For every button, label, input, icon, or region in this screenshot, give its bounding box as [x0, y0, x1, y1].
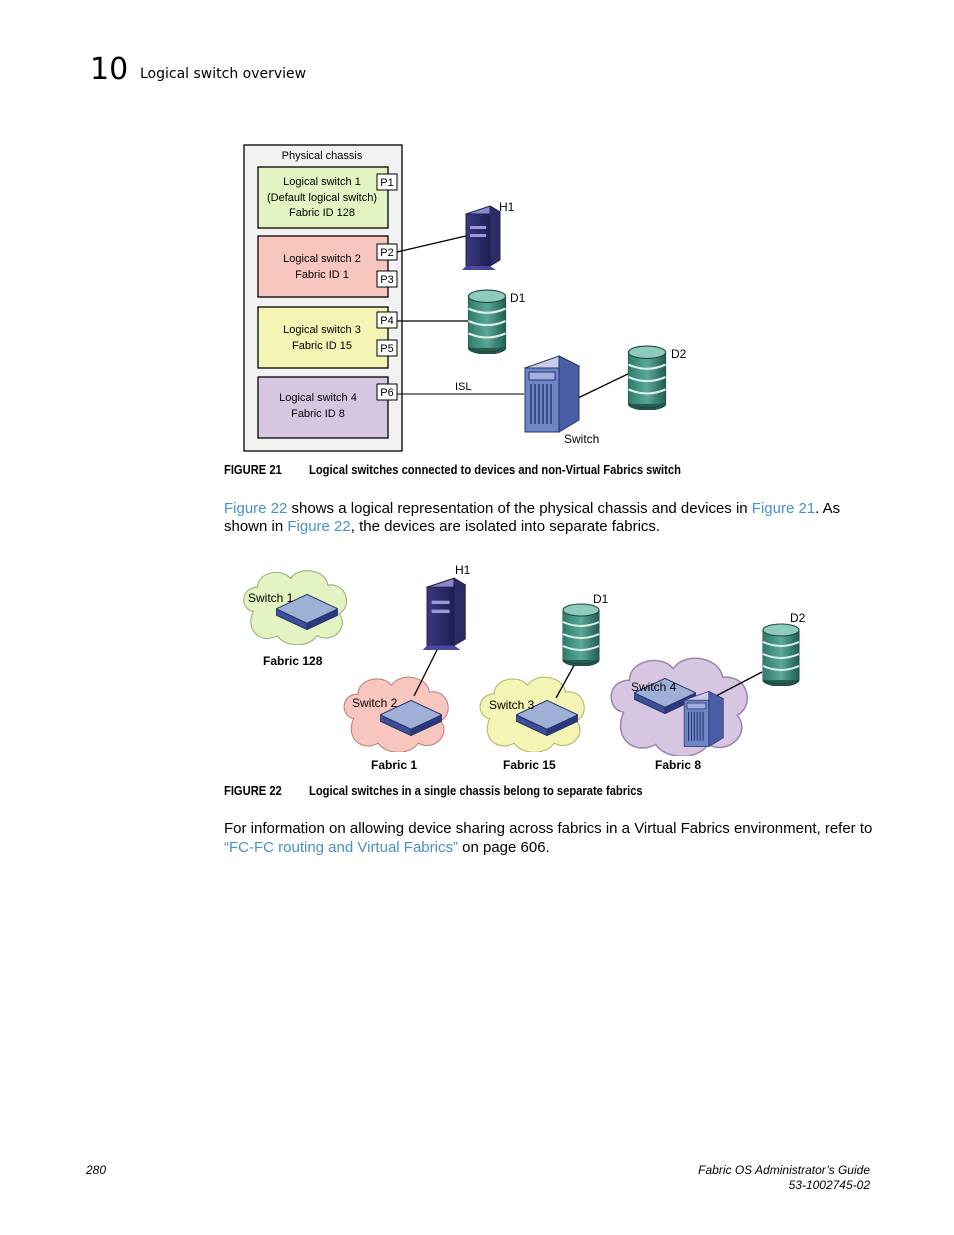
switch-4-label: Switch 4 — [631, 680, 677, 694]
ls2-line2: Fabric ID 1 — [295, 269, 349, 281]
document-number: 53-1002745-02 — [788, 1178, 870, 1192]
paragraph-1-text: shows a logical representation of the ph… — [287, 500, 752, 517]
disk-array-icon — [561, 602, 601, 666]
chassis-label: Physical chassis — [282, 150, 363, 162]
port-p2-label: P2 — [380, 247, 393, 259]
chapter-title: Logical switch overview — [140, 66, 307, 82]
guide-title: Fabric OS Administrator’s Guide — [698, 1163, 870, 1177]
figure-22-caption-number: FIGURE 22 — [224, 783, 282, 798]
port-p5 — [376, 339, 398, 357]
switch-1-label: Switch 1 — [248, 591, 294, 605]
switch-chassis-icon — [683, 690, 724, 748]
ls3-line1: Logical switch 3 — [283, 324, 361, 336]
switch-3-label: Switch 3 — [489, 698, 535, 712]
figure-21-link[interactable]: Figure 21 — [751, 500, 816, 517]
link-switch-d2 — [577, 371, 633, 399]
figure-21-caption-number: FIGURE 21 — [224, 462, 282, 477]
paragraph-1-line-2: shown in Figure 22, the devices are isol… — [224, 517, 660, 536]
figure-22-caption-text: Logical switches in a single chassis bel… — [309, 783, 643, 798]
paragraph-2-line-1: For information on allowing device shari… — [224, 820, 873, 837]
ls3-line2: Fabric ID 15 — [292, 340, 352, 352]
d1-label: D1 — [510, 291, 526, 305]
logical-switch-2-box — [257, 235, 389, 298]
fabric-1-label: Fabric 1 — [371, 758, 417, 772]
figure-22-link[interactable]: Figure 22 — [287, 518, 351, 535]
ls2-line1: Logical switch 2 — [283, 253, 361, 265]
port-p6 — [376, 383, 398, 401]
fc-fc-routing-link[interactable]: “FC-FC routing and Virtual Fabrics” — [224, 839, 458, 856]
paragraph-1-text: , the devices are isolated into separate… — [350, 518, 661, 535]
switch-label: Switch — [564, 432, 599, 446]
port-p5-label: P5 — [380, 343, 393, 355]
port-p3 — [376, 270, 398, 288]
port-p1 — [376, 173, 398, 191]
ls1-line3: Fabric ID 128 — [289, 207, 355, 219]
paragraph-2-line-2: “FC-FC routing and Virtual Fabrics” on p… — [224, 838, 550, 857]
paragraph-1-text: shown in — [224, 518, 288, 535]
isl-label: ISL — [455, 381, 472, 393]
ls1-line2: (Default logical switch) — [267, 192, 377, 204]
disk-array-icon — [761, 622, 801, 686]
ls1-line1: Logical switch 1 — [283, 176, 361, 188]
server-icon — [422, 577, 466, 650]
disk-array-icon — [627, 345, 667, 410]
disk-array-icon — [467, 289, 507, 354]
ls4-line2: Fabric ID 8 — [291, 408, 345, 420]
chapter-number: 10 — [90, 52, 129, 87]
logical-switch-3-box — [257, 306, 389, 369]
port-p3-label: P3 — [380, 274, 393, 286]
fabric-8-label: Fabric 8 — [655, 758, 701, 772]
link-h1-switch2 — [413, 647, 439, 697]
link-d1-switch3 — [555, 659, 578, 699]
logical-switch-1-box — [257, 166, 389, 229]
link-p2-h1 — [396, 234, 471, 253]
paragraph-1-line-1: Figure 22 shows a logical representation… — [224, 499, 840, 518]
logical-switch-4-box — [257, 376, 389, 439]
h1-label: H1 — [499, 200, 515, 214]
fabric-128-label: Fabric 128 — [263, 654, 323, 668]
server-icon — [461, 205, 501, 270]
switch-2-label: Switch 2 — [352, 696, 398, 710]
figure-22-link[interactable]: Figure 22 — [224, 500, 288, 517]
paragraph-1-text: . As — [815, 500, 841, 517]
port-p6-label: P6 — [380, 387, 393, 399]
switch-chassis-icon — [524, 355, 580, 433]
ls4-line1: Logical switch 4 — [279, 392, 357, 404]
port-p4 — [376, 311, 398, 329]
d1-label: D1 — [593, 592, 609, 606]
page-number: 280 — [86, 1163, 107, 1177]
h1-label: H1 — [455, 563, 471, 577]
fabric-15-label: Fabric 15 — [503, 758, 556, 772]
figure-22-diagram: Switch 1 Switch 2 Switch 3 Switch 4 H1 D… — [243, 563, 806, 772]
port-p1-label: P1 — [380, 177, 393, 189]
d2-label: D2 — [671, 347, 687, 361]
paragraph-2-text: on page 606. — [457, 839, 550, 856]
link-d2-switch4 — [715, 671, 763, 697]
d2-label: D2 — [790, 611, 806, 625]
figure-21-diagram: Physical chassis Logical switch 1 (Defau… — [243, 144, 687, 452]
figure-21-caption-text: Logical switches connected to devices an… — [309, 462, 681, 477]
port-p4-label: P4 — [380, 315, 393, 327]
